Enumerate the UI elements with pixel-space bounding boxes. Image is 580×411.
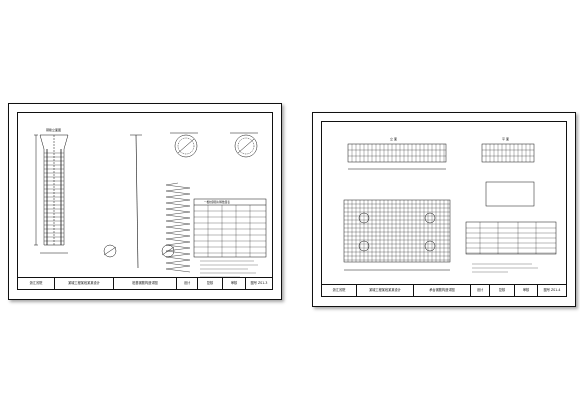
elevation-label: 立 面 <box>390 136 397 141</box>
project-cell: 某城工程某段某某设计 <box>357 285 414 296</box>
design-cell: 设计 <box>177 278 198 289</box>
design-cell: 设计 <box>471 285 490 296</box>
drawing-number-cell: 图号 ZS1-3 <box>250 281 268 285</box>
plan-label: 平 面 <box>502 137 509 141</box>
company-cell: 浙江省院 <box>18 278 55 289</box>
company-cell: 浙江省院 <box>322 285 357 296</box>
right-drawing-sheet: 立 面 平 面 浙江省院 某城工程某段某某设计 承台钢筋构造详图 设计 复核 审… <box>312 112 576 307</box>
right-drawing-frame: 立 面 平 面 浙江省院 某城工程某段某某设计 承台钢筋构造详图 设计 复核 审… <box>321 121 567 297</box>
check-cell: 复核 <box>198 278 223 289</box>
pile-reinforcement-drawing: 钢筋立面图 一根桩钢筋材料数量表 <box>34 127 267 278</box>
drawing-title-cell: 桩基钢筋构造详图 <box>114 278 177 289</box>
check-cell: 复核 <box>490 285 515 296</box>
project-cell: 某城工程某段某某设计 <box>55 278 114 289</box>
left-title-block: 浙江省院 某城工程某段某某设计 桩基钢筋构造详图 设计 复核 审核 图号 ZS1… <box>18 277 272 289</box>
pile-cap-reinforcement-drawing: 立 面 平 面 <box>343 136 557 273</box>
svg-text:钢筋立面图: 钢筋立面图 <box>46 127 61 132</box>
drawing-number-cell: 图号 ZS1-4 <box>543 288 561 292</box>
right-title-block: 浙江省院 某城工程某段某某设计 承台钢筋构造详图 设计 复核 审核 图号 ZS1… <box>322 284 566 296</box>
left-drawing-frame: 钢筋立面图 一根桩钢筋材料数量表 浙江省院 某城工程某段某某设计 桩基钢筋构造详… <box>17 112 273 290</box>
review-cell: 审核 <box>223 278 246 289</box>
drawing-title-cell: 承台钢筋构造详图 <box>414 285 471 296</box>
left-drawing-sheet: 钢筋立面图 一根桩钢筋材料数量表 浙江省院 某城工程某段某某设计 桩基钢筋构造详… <box>8 103 282 300</box>
review-cell: 审核 <box>515 285 538 296</box>
svg-text:一根桩钢筋材料数量表: 一根桩钢筋材料数量表 <box>204 200 230 204</box>
